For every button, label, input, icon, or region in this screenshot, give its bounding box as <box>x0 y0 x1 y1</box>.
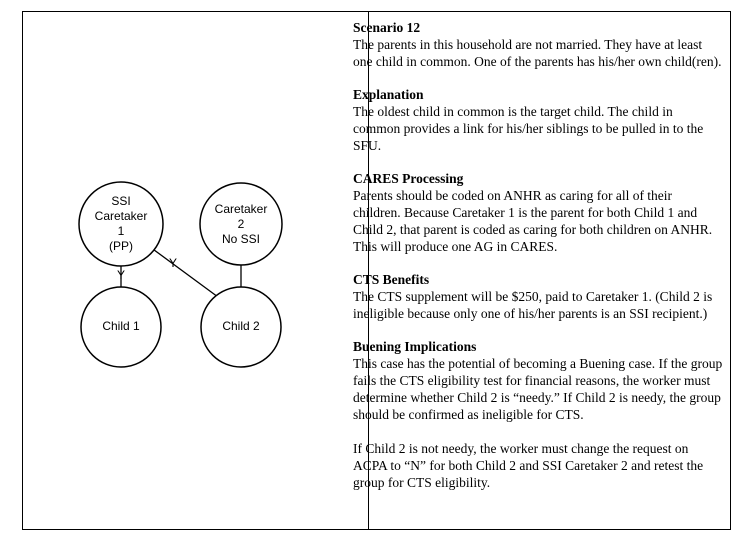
section-paragraph: Parents should be coded on ANHR as carin… <box>353 188 713 254</box>
section-paragraph: This case has the potential of becoming … <box>353 356 723 422</box>
edge-label-ssi-child1: Y <box>117 268 126 282</box>
caretaker-2-label: Caretaker 2 No SSI <box>201 202 281 247</box>
child-2-label: Child 2 <box>222 319 260 333</box>
edge-label-ssi-child2: Y <box>169 256 178 270</box>
ssi-caretaker-line-2: Caretaker <box>94 209 148 223</box>
node-caretaker-2 <box>199 182 283 266</box>
section-heading: Buening Implications <box>353 339 477 354</box>
section-paragraph: The CTS supplement will be $250, paid to… <box>353 289 713 321</box>
section-heading: CARES Processing <box>353 171 464 186</box>
scenario-text: Scenario 12 The parents in this househol… <box>353 19 723 507</box>
household-diagram: SSI Caretaker 1 (PP) Caretaker 2 No SSI … <box>23 12 368 529</box>
caretaker-2-line-3: No SSI <box>221 232 260 246</box>
section-paragraph: The oldest child in common is the target… <box>353 104 704 153</box>
node-ssi-caretaker <box>78 181 164 267</box>
ssi-caretaker-line-3: 1 <box>117 224 125 238</box>
document-frame: SSI Caretaker 1 (PP) Caretaker 2 No SSI … <box>22 11 731 530</box>
section-explanation: Explanation The oldest child in common i… <box>353 86 723 154</box>
section-scenario: Scenario 12 The parents in this househol… <box>353 19 723 70</box>
diagram-svg <box>78 181 283 368</box>
section-paragraph: If Child 2 is not needy, the worker must… <box>353 441 704 490</box>
edge-ssi-child2 <box>145 243 219 298</box>
section-heading: Scenario 12 <box>353 20 421 35</box>
section-cts-benefits: CTS Benefits The CTS supplement will be … <box>353 271 723 322</box>
section-heading: CTS Benefits <box>353 272 430 287</box>
child-1-label: Child 1 <box>102 319 140 333</box>
section-paragraph: The parents in this household are not ma… <box>353 37 722 69</box>
ssi-caretaker-label: SSI Caretaker 1 (PP) <box>81 194 161 254</box>
section-buening-implications: Buening Implications This case has the p… <box>353 338 723 491</box>
section-cares-processing: CARES Processing Parents should be coded… <box>353 170 723 255</box>
node-child-1 <box>80 286 162 368</box>
ssi-caretaker-line-4: (PP) <box>109 239 133 253</box>
caretaker-2-line-1: Caretaker <box>214 202 268 216</box>
node-child-2 <box>200 286 282 368</box>
caretaker-2-line-2: 2 <box>237 217 245 231</box>
column-divider <box>368 12 369 529</box>
section-heading: Explanation <box>353 87 424 102</box>
ssi-caretaker-line-1: SSI <box>111 194 131 208</box>
